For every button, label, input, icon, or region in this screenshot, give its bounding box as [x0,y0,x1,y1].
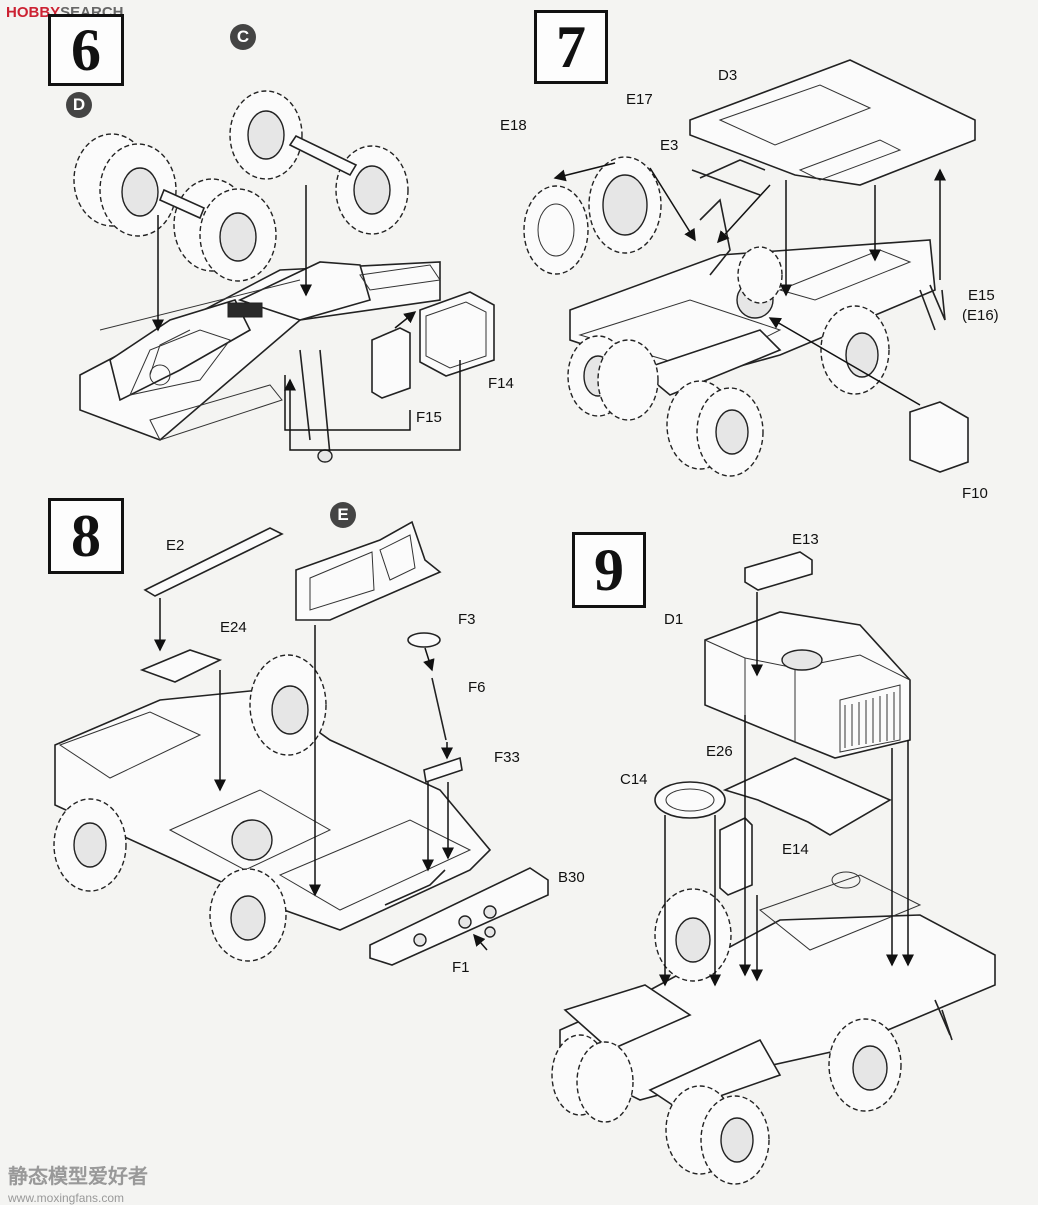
wheel-icon [828,1018,902,1112]
watermark-cn: 静态模型爱好者 [8,1166,148,1188]
wheel-icon [737,246,783,304]
step-9-number: 9 [572,532,646,608]
subassembly-c-badge: C [230,24,256,50]
subassembly-e-badge: E [330,502,356,528]
part-label-f3: F3 [458,611,476,628]
wheel-icon [249,654,327,756]
step-8-art [53,520,549,966]
part-label-f15: F15 [416,409,442,426]
part-label-f10: F10 [962,485,988,502]
part-label-e26: E26 [706,743,733,760]
step-7-number: 7 [534,10,608,84]
wheel-icon [335,145,409,235]
wheel-icon [551,1034,634,1123]
wheel-icon [229,90,303,180]
wheel-icon [665,1085,770,1185]
wheel-icon [523,185,589,275]
subassembly-d-badge: D [66,92,92,118]
part-label-e16: (E16) [962,307,999,324]
watermark-brand: HOBBY [6,4,61,21]
part-label-e24: E24 [220,619,247,636]
part-label-e14: E14 [782,841,809,858]
step-8-number: 8 [48,498,124,574]
part-label-d1: D1 [664,611,684,628]
part-label-d3: D3 [718,67,738,84]
step-6-number: 6 [48,14,124,86]
wheel-icon [597,339,659,421]
step-6-art [73,90,495,463]
wheel-icon [209,868,287,962]
part-label-e13: E13 [792,531,819,548]
part-label-f1: F1 [452,959,470,976]
part-label-c14: C14 [620,771,648,788]
wheel-icon [173,178,277,282]
part-label-f6: F6 [468,679,486,696]
wheel-icon [73,133,177,237]
wheel-icon [53,798,127,892]
wheel-icon [666,380,764,477]
part-label-e17: E17 [626,91,653,108]
wheel-icon [654,888,732,982]
part-label-f33: F33 [494,749,520,766]
part-label-e3: E3 [660,137,679,154]
part-label-e18: E18 [500,117,527,134]
step-7-art [523,59,976,477]
part-label-e15: E15 [968,287,995,304]
part-label-e2: E2 [166,537,185,554]
part-label-b30: B30 [558,869,585,886]
part-label-f14: F14 [488,375,514,392]
wheel-icon [588,156,662,254]
step-9-art [551,551,996,1185]
